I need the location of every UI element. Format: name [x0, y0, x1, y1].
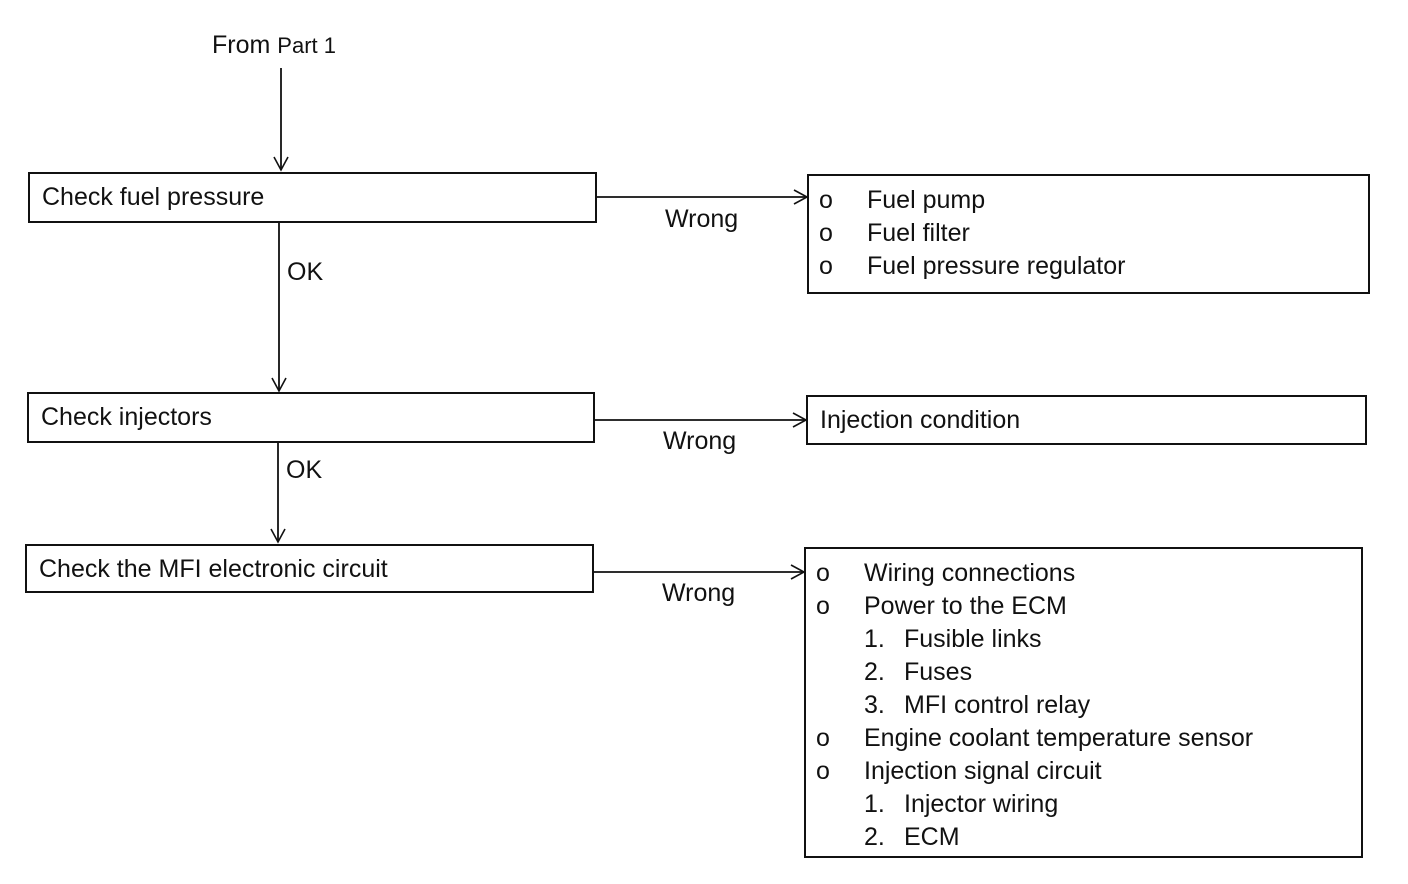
sub-item-number: 2. [864, 823, 885, 851]
sub-item-number: 1. [864, 790, 885, 818]
bullet-marker: o [816, 724, 830, 752]
result-item: Fuel pressure regulator [867, 252, 1126, 280]
result-box-electrical: o Wiring connections o Power to the ECM … [804, 547, 1363, 858]
source-label: From Part 1 [212, 30, 336, 61]
ok-label: OK [286, 456, 323, 484]
wrong-label: Wrong [662, 579, 736, 607]
sub-item-number: 2. [864, 658, 885, 686]
result-text: Injection condition [820, 406, 1021, 434]
step-box-fuel-pressure: Check fuel pressure [28, 172, 597, 223]
bullet-marker: o [819, 219, 833, 247]
result-item: Engine coolant temperature sensor [864, 724, 1254, 752]
source-part: Part 1 [277, 33, 336, 58]
bullet-marker: o [816, 592, 830, 620]
result-item: Fuel pump [867, 186, 986, 214]
step-label: Check injectors [41, 403, 212, 431]
result-item: Fuel filter [867, 219, 970, 247]
ok-label: OK [287, 258, 324, 286]
result-box-fuel: o Fuel pump o Fuel filter o Fuel pressur… [807, 174, 1370, 294]
sub-item: ECM [904, 823, 960, 851]
sub-item: Fuses [904, 658, 973, 686]
source-from: From [212, 31, 271, 59]
sub-item: Injector wiring [904, 790, 1059, 818]
sub-item-number: 1. [864, 625, 885, 653]
step-label: Check fuel pressure [42, 183, 265, 211]
step-box-injectors: Check injectors [27, 392, 595, 443]
sub-item: Fusible links [904, 625, 1042, 653]
step-label: Check the MFI electronic circuit [39, 555, 388, 583]
result-item: Power to the ECM [864, 592, 1067, 620]
result-item: Wiring connections [864, 559, 1076, 587]
wrong-label: Wrong [663, 427, 737, 455]
bullet-marker: o [819, 252, 833, 280]
bullet-marker: o [816, 559, 830, 587]
sub-item-number: 3. [864, 691, 885, 719]
result-box-injection: Injection condition [806, 395, 1367, 445]
step-box-mfi-circuit: Check the MFI electronic circuit [25, 544, 594, 593]
wrong-label: Wrong [665, 205, 739, 233]
result-item: Injection signal circuit [864, 757, 1102, 785]
sub-item: MFI control relay [904, 691, 1091, 719]
bullet-marker: o [819, 186, 833, 214]
bullet-marker: o [816, 757, 830, 785]
